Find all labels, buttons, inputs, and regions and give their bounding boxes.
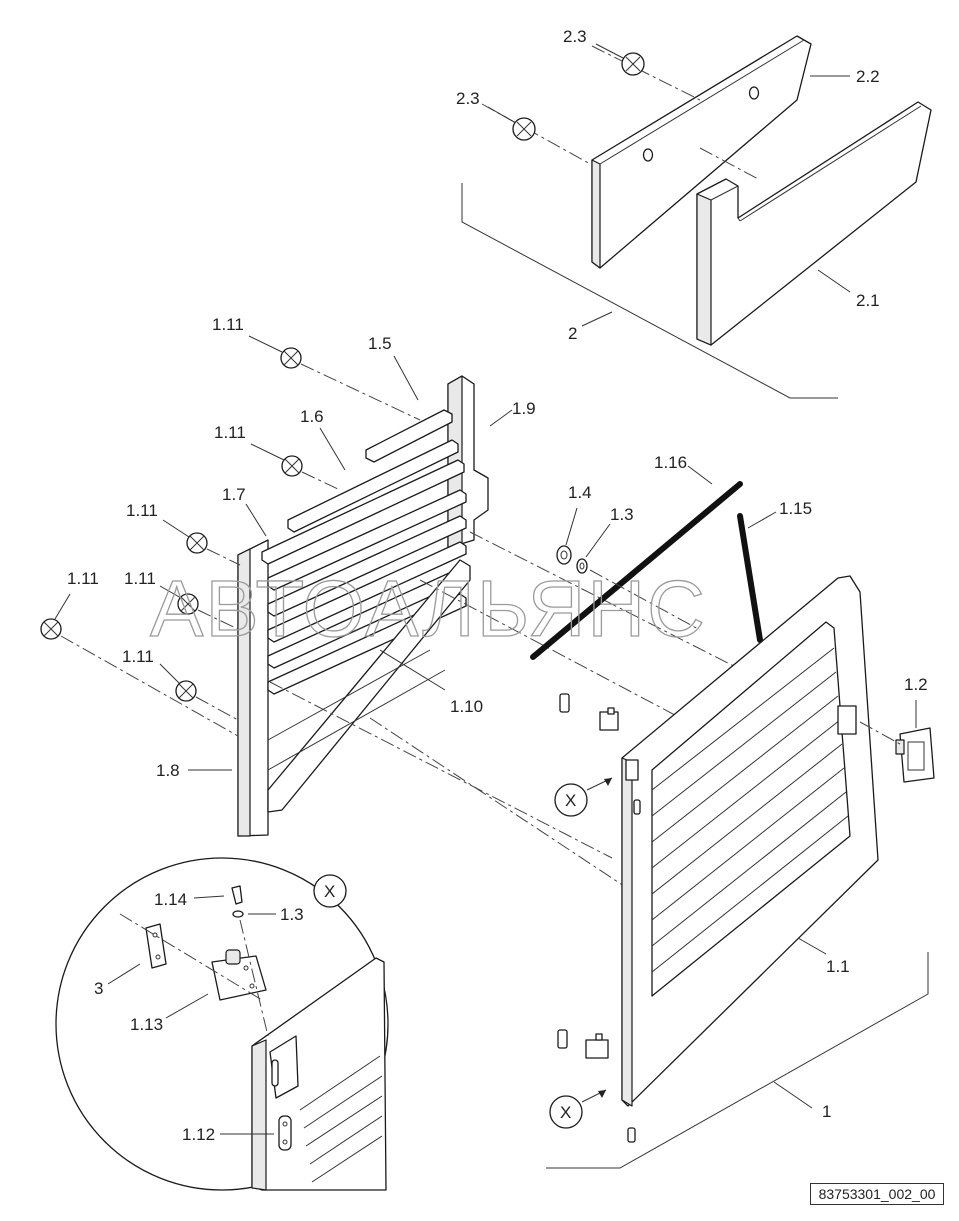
callout-2-3: 2.3	[563, 27, 587, 46]
left-frame-assembly	[40, 335, 841, 891]
board-hole	[642, 148, 654, 162]
plate-3	[145, 923, 167, 969]
callout-1-8: 1.8	[156, 761, 180, 780]
detail-x-view	[55, 857, 389, 1191]
plug-icon	[175, 680, 197, 702]
callout-1: 1	[822, 1102, 831, 1121]
lock-cutout	[837, 705, 857, 735]
plug-icon	[280, 347, 302, 369]
hinge-icon	[559, 693, 619, 731]
callout-1-7: 1.7	[222, 485, 246, 504]
hinge-1-13	[211, 955, 267, 1001]
detail-x-marker-a	[554, 777, 613, 817]
callout-1-11: 1.11	[126, 501, 158, 520]
washer-1-3-detail	[232, 910, 244, 918]
plug-icon	[40, 618, 62, 640]
panel-slats	[651, 647, 849, 973]
plug-icon	[186, 532, 208, 554]
plug-icon	[621, 52, 645, 76]
callout-1-11: 1.11	[122, 647, 154, 666]
callout-1-11: 1.11	[67, 569, 99, 588]
callout-1-10: 1.10	[450, 697, 483, 716]
callout-labels: 2.3 2.3 2.2 2.1 2 1.11 1.5 1.9 1.6 1.11 …	[67, 27, 928, 1144]
slat-group	[261, 409, 467, 695]
plug-icon	[512, 117, 536, 141]
detail-x-label: X	[324, 882, 335, 901]
callout-1-12: 1.12	[182, 1125, 215, 1144]
brace-1-10	[267, 559, 471, 813]
callout-1-5: 1.5	[368, 334, 392, 353]
detail-x-marker-b	[549, 1089, 607, 1129]
watermark: АВТОАЛЬЯНС	[150, 564, 707, 653]
hinge-icon	[557, 1029, 636, 1143]
callout-1-4: 1.4	[568, 483, 592, 502]
hinge-plate	[625, 759, 639, 781]
callout-2-2: 2.2	[856, 67, 880, 86]
callout-1-6: 1.6	[300, 407, 324, 426]
callout-1-11: 1.11	[212, 315, 244, 334]
callout-1-3: 1.3	[280, 905, 304, 924]
callout-1-13: 1.13	[130, 1015, 163, 1034]
assembly-2-bracket	[461, 183, 838, 399]
callout-2: 2	[568, 324, 577, 343]
callout-1-3: 1.3	[610, 505, 634, 524]
callout-2-3: 2.3	[456, 89, 480, 108]
side-panel-1-1	[621, 575, 879, 1107]
detail-x-label: X	[560, 1103, 571, 1122]
board-hole	[748, 86, 760, 100]
callout-3: 3	[94, 979, 103, 998]
callout-1-14: 1.14	[154, 890, 187, 909]
callout-1-11: 1.11	[124, 569, 156, 588]
washer-1-3	[576, 558, 588, 574]
callout-1-9: 1.9	[512, 399, 536, 418]
seal-1-15	[737, 513, 763, 643]
plug-icon	[177, 593, 199, 615]
bolt-1-14	[231, 885, 243, 905]
callout-2-1: 2.1	[856, 291, 880, 310]
detail-x-badge	[313, 874, 347, 908]
slot-1-12	[278, 1115, 292, 1151]
detail-x-label: X	[565, 791, 576, 810]
assembly-2-boards	[461, 35, 932, 399]
nut-1-4	[556, 545, 572, 565]
callout-1-16: 1.16	[654, 453, 687, 472]
slot	[633, 799, 641, 815]
lock-1-2	[895, 727, 935, 783]
callout-1-1: 1.1	[826, 957, 850, 976]
callout-1-2: 1.2	[904, 675, 928, 694]
drawing-number: 83753301_002_00	[810, 1183, 944, 1205]
seal-1-16	[530, 481, 743, 660]
callout-1-11: 1.11	[214, 423, 246, 442]
callout-1-15: 1.15	[779, 499, 812, 518]
plug-icon	[281, 455, 303, 477]
assembly-1-bracket	[546, 952, 929, 1169]
